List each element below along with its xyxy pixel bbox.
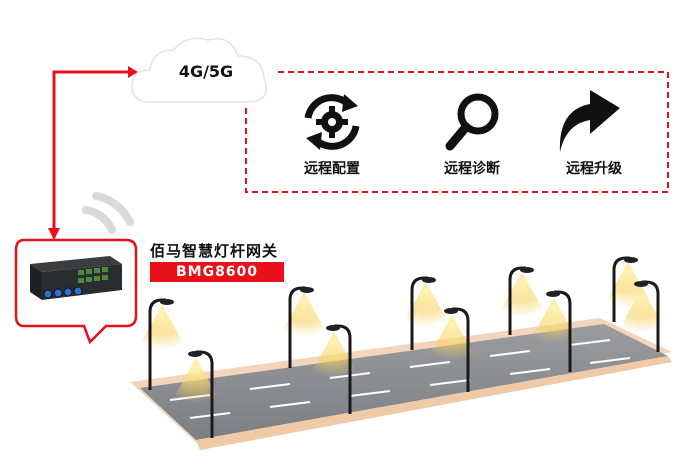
street-light	[424, 307, 480, 392]
gateway-title: 佰马智慧灯杆网关	[150, 242, 279, 260]
street-light	[398, 276, 454, 350]
feature-label: 远程配置	[304, 161, 360, 177]
feature-remote-diagnosis: 远程诊断	[432, 88, 512, 178]
street-lights	[134, 256, 670, 438]
street-light	[494, 266, 550, 335]
feature-label: 远程升级	[566, 161, 622, 177]
magnifier-icon	[445, 93, 499, 151]
street-light	[134, 298, 190, 390]
feature-remote-upgrade: 远程升级	[554, 88, 634, 178]
feature-remote-config: 远程配置	[292, 88, 372, 178]
uplink-connector	[48, 66, 138, 240]
features-frame	[245, 71, 669, 193]
cloud-icon	[131, 37, 267, 103]
network-label: 4G/5G	[178, 62, 234, 81]
road-surface	[140, 324, 668, 440]
wifi-signal-icon	[82, 192, 134, 234]
street-light	[168, 350, 224, 438]
road	[130, 318, 672, 450]
upgrade-arrow-icon	[559, 90, 620, 152]
street-light	[276, 286, 332, 368]
street-light	[306, 324, 362, 414]
gear-sync-icon	[304, 94, 360, 150]
gateway-device-image	[30, 256, 122, 300]
street-light	[614, 280, 670, 352]
gateway-model-badge: BMG8600	[150, 262, 284, 282]
road-near-curb	[196, 356, 672, 450]
street-light	[526, 290, 582, 372]
feature-label: 远程诊断	[444, 161, 500, 177]
